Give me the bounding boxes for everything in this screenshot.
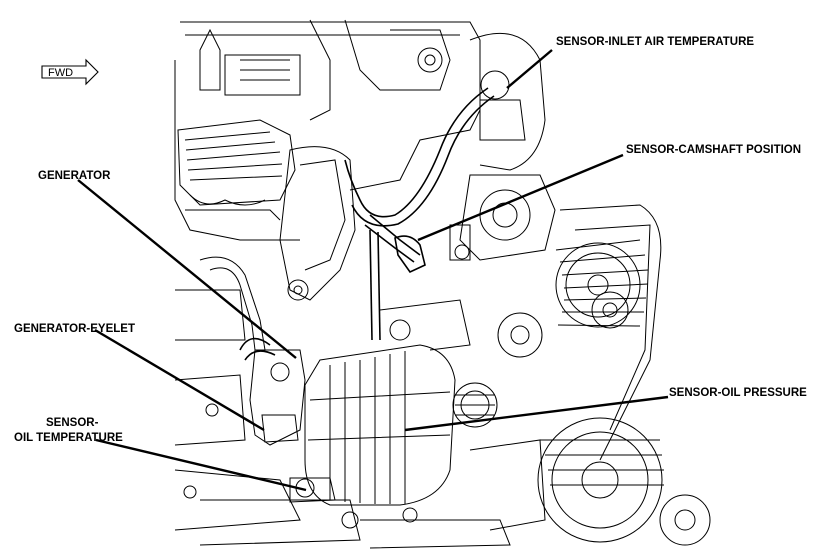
leader-generator xyxy=(77,179,297,359)
fwd-arrow-icon: FWD xyxy=(41,58,99,86)
label-generator-eyelet: GENERATOR-EYELET xyxy=(14,323,135,335)
leader-lines xyxy=(77,49,669,492)
label-sensor-oil-temperature-line1: SENSOR- xyxy=(46,417,99,429)
label-sensor-camshaft-position: SENSOR-CAMSHAFT POSITION xyxy=(626,144,801,156)
label-sensor-oil-temperature-line2: OIL TEMPERATURE xyxy=(14,432,123,444)
leader-oil-temperature xyxy=(95,438,307,492)
leader-generator-eyelet xyxy=(94,328,265,432)
label-sensor-inlet-air-temperature: SENSOR-INLET AIR TEMPERATURE xyxy=(556,36,754,48)
leader-oil-pressure xyxy=(404,395,669,432)
engine-line-art xyxy=(174,19,711,549)
fwd-label: FWD xyxy=(48,67,73,79)
label-sensor-oil-pressure: SENSOR-OIL PRESSURE xyxy=(669,387,807,399)
wiring-harness xyxy=(239,87,495,361)
leader-inlet-air-temp xyxy=(506,49,553,89)
label-generator: GENERATOR xyxy=(38,170,111,182)
leader-camshaft-position xyxy=(417,153,624,242)
